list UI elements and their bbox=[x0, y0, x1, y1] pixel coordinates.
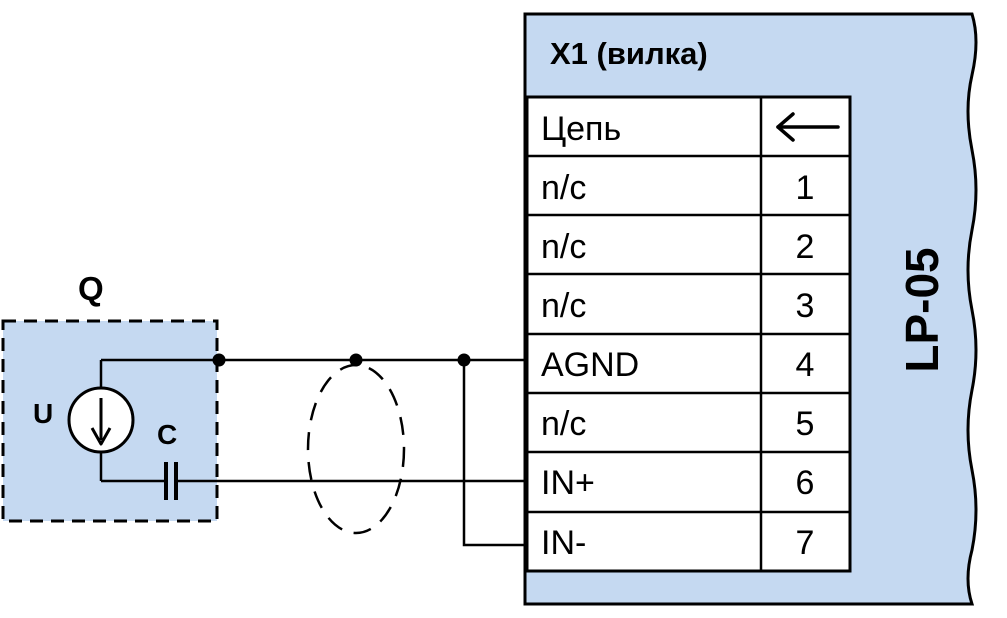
pin-7-signal: IN- bbox=[541, 524, 586, 562]
connector-title: X1 (вилка) bbox=[550, 36, 708, 71]
pin-6-signal: IN+ bbox=[541, 464, 595, 502]
pin-table: Цепь n/c 1 n/c 2 n/c 3 AGND 4 n/c 5 IN+ … bbox=[525, 95, 852, 573]
pin-4-number: 4 bbox=[796, 346, 815, 384]
voltage-label: U bbox=[33, 398, 53, 429]
pin-3-signal: n/c bbox=[541, 287, 586, 325]
cable-shield-ellipse bbox=[306, 363, 406, 535]
source-label: Q bbox=[78, 270, 104, 307]
pin-6-number: 6 bbox=[796, 464, 815, 502]
junction-dot bbox=[212, 353, 226, 367]
pin-table-row-dividers bbox=[527, 154, 850, 514]
pin-5-number: 5 bbox=[796, 405, 815, 443]
current-source-icon bbox=[67, 360, 135, 481]
pin-1-number: 1 bbox=[796, 169, 815, 207]
wires bbox=[101, 358, 527, 547]
pin-7-number: 7 bbox=[796, 524, 815, 562]
pin-2-number: 2 bbox=[796, 228, 815, 266]
capacitor-label: C bbox=[157, 419, 177, 450]
pin-2-signal: n/c bbox=[541, 228, 586, 266]
junction-dot bbox=[349, 353, 363, 367]
header-circuit-label: Цепь bbox=[541, 110, 621, 148]
arrow-left-icon bbox=[776, 112, 840, 142]
pin-3-number: 3 bbox=[796, 287, 815, 325]
pin-1-signal: n/c bbox=[541, 169, 586, 207]
pin-5-signal: n/c bbox=[541, 405, 586, 443]
pin-4-signal: AGND bbox=[541, 346, 639, 384]
device-label: LP-05 bbox=[896, 247, 948, 372]
junction-dot bbox=[457, 353, 471, 367]
